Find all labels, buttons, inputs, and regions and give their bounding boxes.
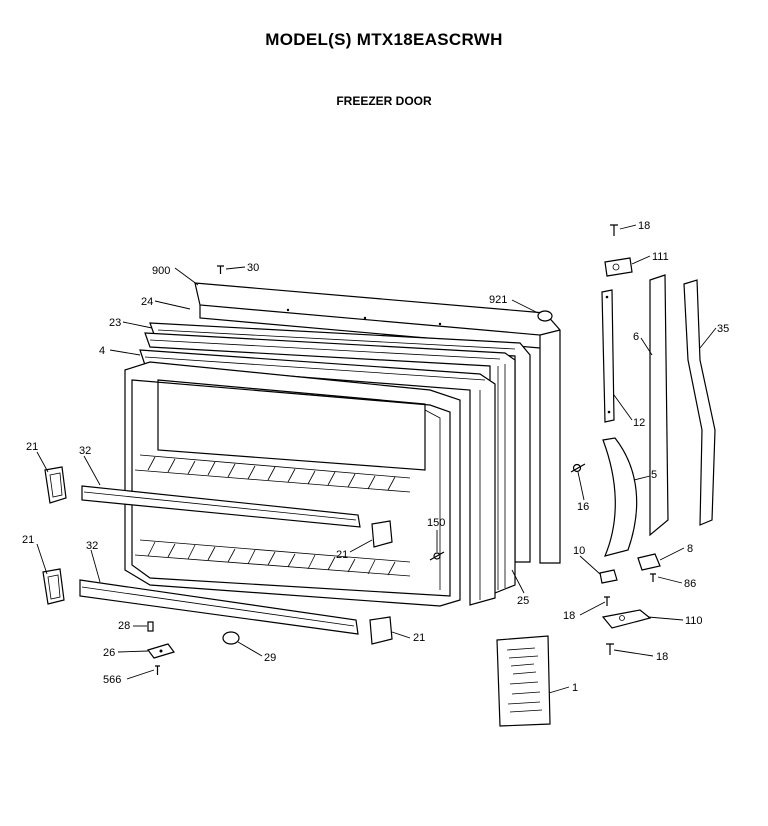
door-handle-6 xyxy=(649,274,669,537)
door-gasket xyxy=(144,332,516,596)
callout-30: 30 xyxy=(247,262,259,274)
callout-900: 900 xyxy=(152,265,170,277)
callout-18-bottom: 18 xyxy=(656,651,668,663)
hinge-bar-12 xyxy=(601,289,615,423)
hinge-cover-111 xyxy=(604,257,633,277)
screw-28 xyxy=(147,621,154,632)
callout-25: 25 xyxy=(517,595,529,607)
callout-18-top: 18 xyxy=(638,220,650,232)
shelf-bar-upper xyxy=(81,485,361,528)
callout-4: 4 xyxy=(99,345,105,357)
callout-28: 28 xyxy=(118,620,130,632)
hinge-bottom-110 xyxy=(601,609,652,629)
callout-21-lower-right: 21 xyxy=(413,632,425,644)
door-stop-5 xyxy=(602,437,638,557)
callout-566: 566 xyxy=(103,674,121,686)
callout-24: 24 xyxy=(141,296,153,308)
callout-21-upper-right: 21 xyxy=(336,549,348,561)
screw-566 xyxy=(155,665,160,675)
screw-18-bottom xyxy=(606,643,614,655)
callout-21-upper-left: 21 xyxy=(26,441,38,453)
callout-8: 8 xyxy=(687,543,693,555)
screw-16 xyxy=(570,463,586,473)
door-plug xyxy=(537,310,553,322)
callout-12: 12 xyxy=(633,417,645,429)
callout-150: 150 xyxy=(427,517,445,529)
model-title: MODEL(S) MTX18EASCRWH xyxy=(265,30,503,49)
callout-16: 16 xyxy=(577,501,589,513)
trim-35 xyxy=(683,279,716,526)
callout-111: 111 xyxy=(652,251,669,263)
shelf-bar-lower xyxy=(79,579,359,635)
plug-29 xyxy=(222,631,240,645)
callout-5: 5 xyxy=(651,469,657,481)
hinge-screw-top xyxy=(610,224,618,236)
hinge-pin-10 xyxy=(599,569,618,584)
screw-18-mid xyxy=(604,596,610,606)
callout-26: 26 xyxy=(103,647,115,659)
screw-86 xyxy=(650,573,656,582)
screw-30 xyxy=(217,265,224,274)
callout-10: 10 xyxy=(573,545,585,557)
callout-29: 29 xyxy=(264,652,276,664)
callout-35: 35 xyxy=(717,323,729,335)
callout-110: 110 xyxy=(685,615,703,627)
shelf-end-cap-right-lower xyxy=(369,616,393,645)
callout-21-lower-left: 21 xyxy=(22,534,34,546)
shelf-end-cap-left-lower xyxy=(42,568,65,605)
callout-labels: 18 111 30 900 921 24 23 35 6 4 12 21 32 … xyxy=(22,220,729,694)
leader-lines xyxy=(36,224,717,694)
callout-18-middle: 18 xyxy=(563,610,575,622)
callout-32-lower: 32 xyxy=(86,540,98,552)
callout-1: 1 xyxy=(572,682,578,694)
callout-32-upper: 32 xyxy=(79,445,91,457)
shelf-end-cap-left-upper xyxy=(44,466,67,504)
literature-1 xyxy=(496,635,551,727)
callout-86: 86 xyxy=(684,578,696,590)
hinge-8 xyxy=(637,553,661,571)
callout-6: 6 xyxy=(633,331,639,343)
bracket-26 xyxy=(147,643,175,659)
callout-921: 921 xyxy=(489,294,507,306)
screw-150 xyxy=(429,551,445,561)
door-liner xyxy=(124,361,461,607)
section-title: FREEZER DOOR xyxy=(336,94,432,108)
shelf-end-cap-right-upper xyxy=(371,520,393,548)
callout-23: 23 xyxy=(109,317,121,329)
